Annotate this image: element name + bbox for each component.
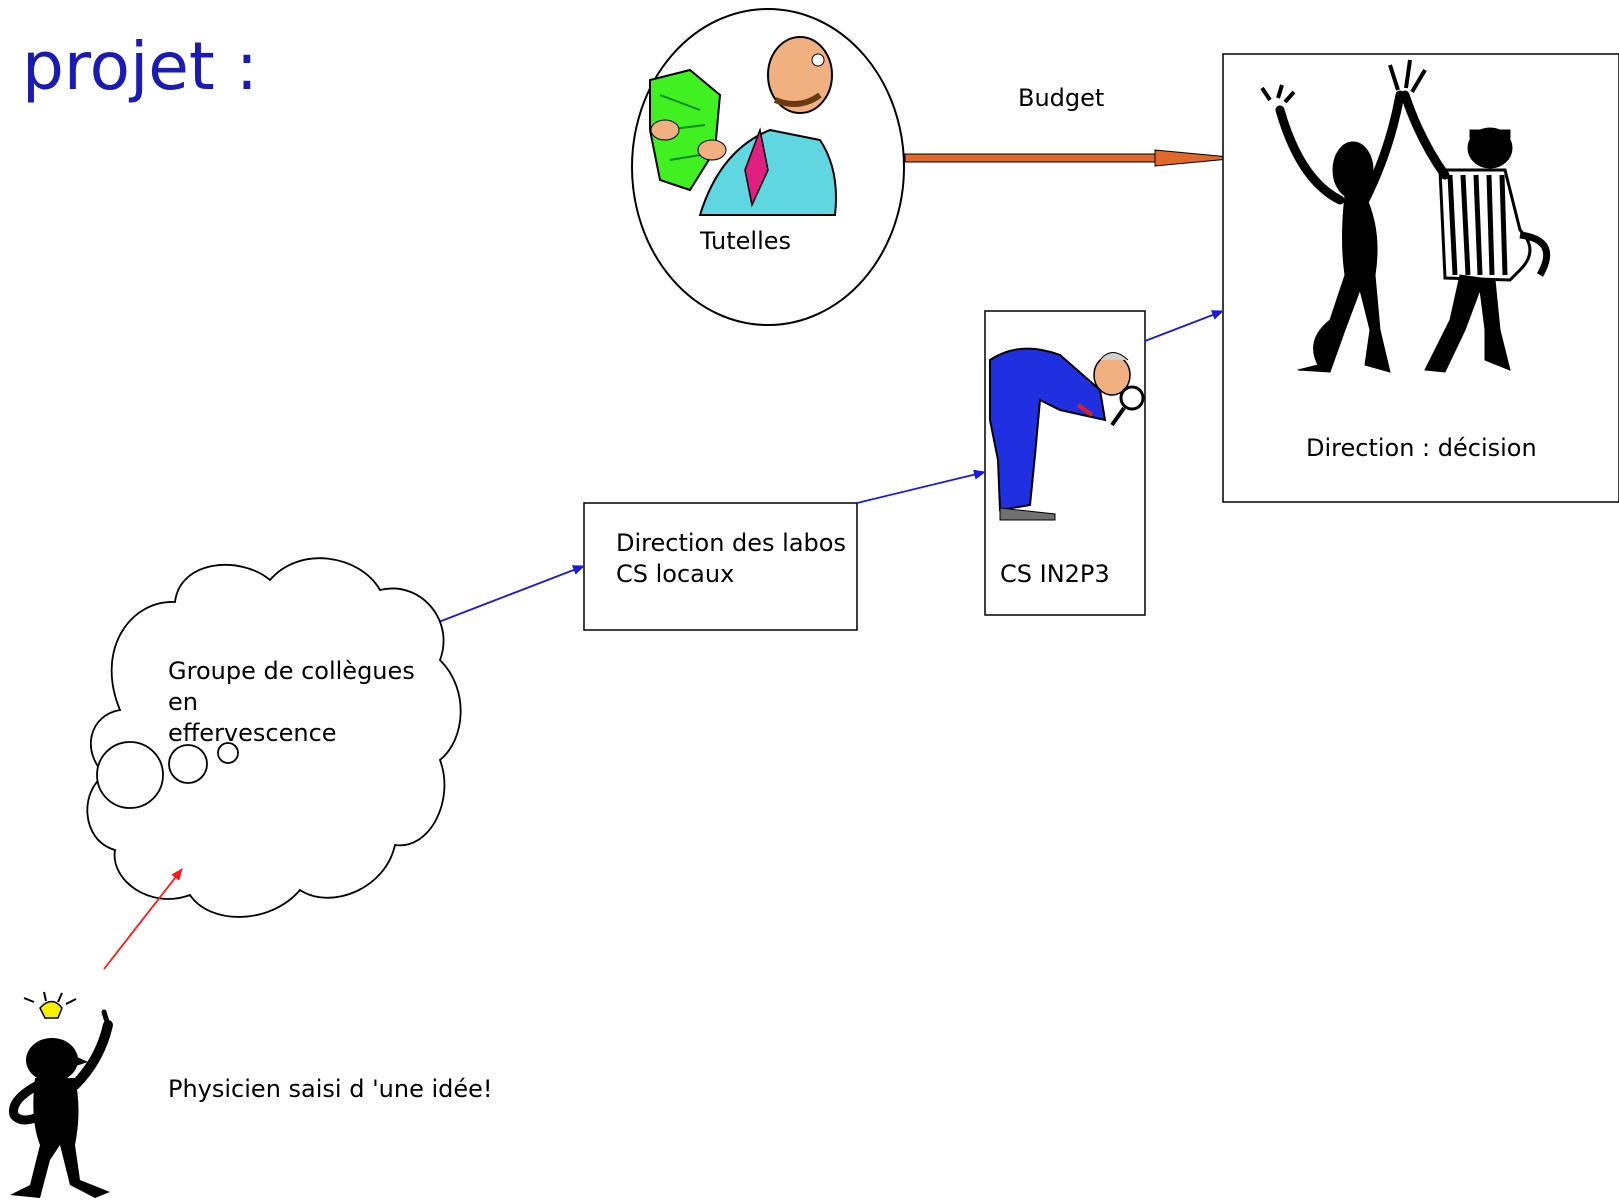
- budget-label: Budget: [1018, 84, 1105, 112]
- physicien-label: Physicien saisi d 'une idée!: [168, 1075, 493, 1103]
- groupe-label-line3: effervescence: [168, 719, 337, 747]
- groupe-cloud-node: [86, 557, 462, 918]
- edge-labos-to-in2p3: [856, 469, 986, 504]
- edge-physicien-to-groupe: [103, 868, 183, 970]
- inspector-magnifier-icon: [989, 347, 1145, 521]
- labos-label-line2: CS locaux: [616, 560, 735, 588]
- money-man-icon: [649, 36, 837, 216]
- budget-arrow: [904, 149, 1241, 167]
- page-title: projet :: [22, 28, 258, 105]
- idea-person-icon: [9, 991, 113, 1198]
- tutelles-label: Tutelles: [700, 227, 792, 255]
- in2p3-label: CS IN2P3: [1000, 560, 1110, 588]
- labos-label-line1: Direction des labos: [616, 529, 846, 557]
- edge-groupe-to-labos: [422, 565, 585, 629]
- high-five-people-icon: [1260, 59, 1551, 373]
- edge-in2p3-to-direction: [1144, 310, 1224, 342]
- direction-label: Direction : décision: [1306, 434, 1537, 462]
- groupe-label-line2: en: [168, 688, 198, 716]
- groupe-label-line1: Groupe de collègues: [168, 657, 415, 685]
- labos-node: [583, 502, 858, 631]
